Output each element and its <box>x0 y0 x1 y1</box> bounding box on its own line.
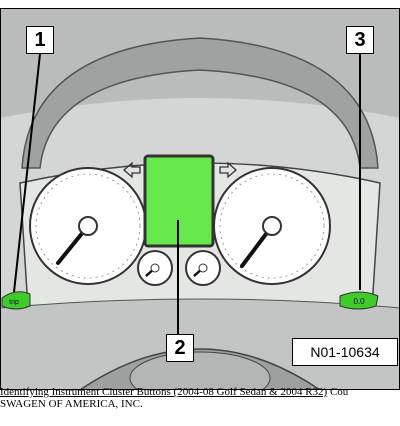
caption-after-link: Cou <box>327 386 349 398</box>
left-turn-arrow-icon <box>123 161 141 179</box>
callout-1-label: 1 <box>26 26 54 54</box>
caption-line-2: SWAGEN OF AMERICA, INC. <box>0 398 143 410</box>
right-button-label: 0.0 <box>353 297 365 306</box>
instrument-cluster-illustration: trip 0.0 <box>0 8 400 390</box>
callout-1-line <box>13 53 41 293</box>
temperature-gauge <box>185 250 221 286</box>
right-cluster-button[interactable] <box>339 291 379 310</box>
trip-reset-button[interactable] <box>1 291 31 310</box>
tachometer-gauge <box>213 167 331 285</box>
callout-3-label: 3 <box>346 26 374 54</box>
figure-caption: Identifying Instrument Cluster Buttons (… <box>0 386 400 410</box>
cluster-hood <box>21 37 379 169</box>
fuel-gauge <box>137 250 173 286</box>
speedometer-gauge <box>29 167 147 285</box>
right-turn-arrow-icon <box>219 161 237 179</box>
caption-link[interactable]: Identifying Instrument Cluster Buttons (… <box>0 386 328 398</box>
callout-2-label: 2 <box>166 334 194 362</box>
steering-hub <box>129 351 271 390</box>
reference-code-box: N01-10634 <box>292 338 398 366</box>
trip-button-label: trip <box>9 299 19 306</box>
caption-line-1: Identifying Instrument Cluster Buttons (… <box>0 386 400 398</box>
lower-dash <box>0 298 400 390</box>
